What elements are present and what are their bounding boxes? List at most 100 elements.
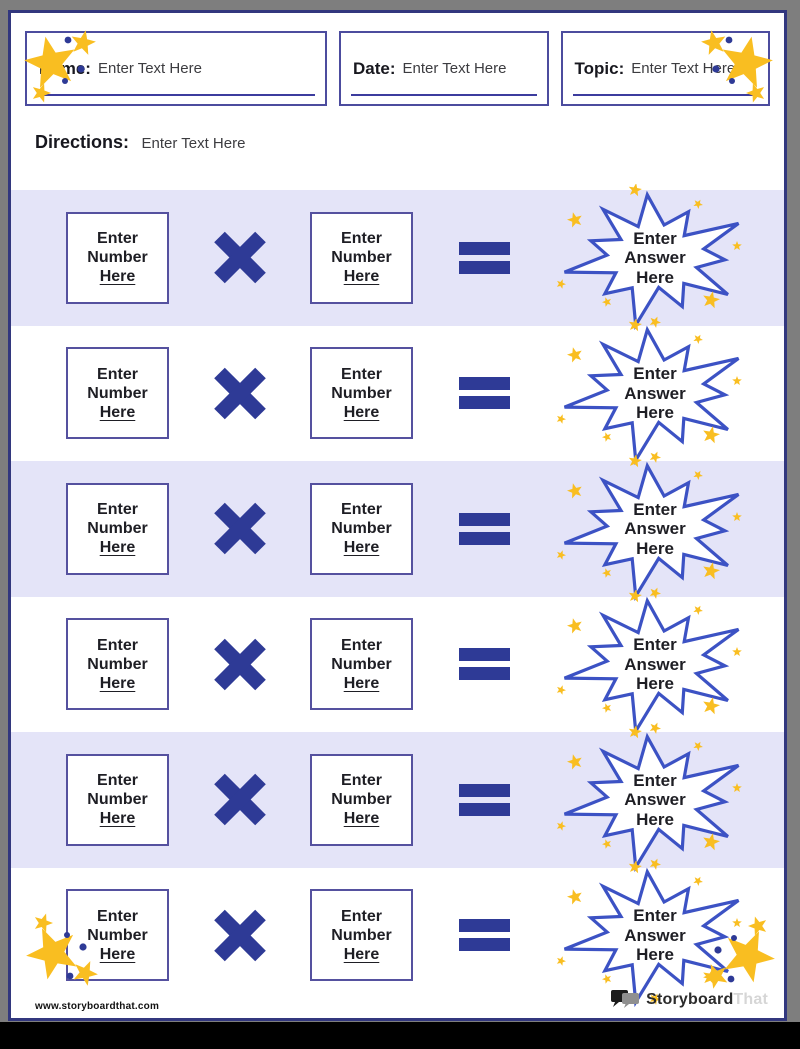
second-number-box[interactable]: Enter Number Here: [310, 482, 413, 575]
number-box-line: Number: [87, 249, 148, 267]
answer-line: Enter: [633, 770, 677, 790]
answer-burst[interactable]: Enter Answer Here: [555, 454, 759, 603]
number-box-line: Enter: [341, 501, 382, 519]
number-box-line: Number: [331, 791, 392, 809]
number-box-line: Here: [99, 945, 136, 963]
equals-slot: [413, 512, 555, 545]
answer-line: Enter: [633, 364, 677, 383]
first-number-box[interactable]: Enter Number Here: [66, 347, 169, 440]
multiply-icon: [213, 231, 266, 284]
multiply-icon: [213, 909, 266, 962]
number-box-line: Here: [99, 403, 136, 421]
worksheet-page: Name: Enter Text Here Date: Enter Text H…: [8, 10, 787, 1021]
website-url: www.storyboardthat.com: [35, 1001, 160, 1012]
name-value[interactable]: Enter Text Here: [97, 60, 202, 77]
multiply-icon: [213, 638, 266, 691]
equals-icon: [458, 377, 510, 410]
star-cluster-top-right-icon: [701, 30, 773, 103]
operator-slot: [169, 773, 310, 826]
number-box-line: Enter: [97, 636, 138, 654]
problem-rows: Enter Number Here Enter Number Here Ente…: [11, 183, 784, 1008]
operator-slot: [169, 367, 310, 420]
answer-line: Answer: [624, 790, 686, 809]
answer-line: Enter: [633, 499, 677, 519]
number-box-line: Number: [87, 926, 148, 944]
answer-burst-shape: [556, 861, 742, 1008]
number-box-line: Here: [99, 674, 136, 692]
number-box-line: Here: [99, 268, 136, 286]
second-number-box[interactable]: Enter Number Here: [310, 211, 413, 304]
number-box-line: Number: [331, 520, 392, 538]
equals-slot: [413, 919, 555, 952]
number-box-line: Enter: [341, 365, 382, 383]
equals-icon: [458, 783, 510, 816]
directions-value[interactable]: Enter Text Here: [141, 135, 246, 152]
directions-label: Directions:: [35, 132, 130, 152]
number-box-line: Here: [343, 674, 380, 692]
topic-underline: [572, 94, 758, 96]
first-number-box[interactable]: Enter Number Here: [66, 482, 169, 575]
star-cluster-bottom-left-icon: [26, 913, 98, 986]
date-label: Date:: [353, 58, 396, 78]
first-number-box[interactable]: Enter Number Here: [66, 889, 169, 982]
number-box-line: Number: [331, 249, 392, 267]
number-box-line: Enter: [341, 772, 382, 790]
operator-slot: [169, 231, 310, 284]
equals-slot: [413, 648, 555, 681]
number-box-line: Here: [343, 403, 380, 421]
number-box-line: Number: [331, 926, 392, 944]
storyboardthat-logo: StoryboardThat: [611, 988, 768, 1011]
number-box-line: Enter: [97, 772, 138, 790]
second-number-box[interactable]: Enter Number Here: [310, 347, 413, 440]
first-number-box[interactable]: Enter Number Here: [66, 211, 169, 304]
second-number-box[interactable]: Enter Number Here: [310, 889, 413, 982]
problem-row: Enter Number Here Enter Number Here Ente…: [11, 454, 784, 601]
first-number-box[interactable]: Enter Number Here: [66, 753, 169, 846]
topic-label: Topic:: [574, 58, 625, 78]
answer-burst[interactable]: Enter Answer Here: [555, 861, 759, 1009]
second-number-box[interactable]: Enter Number Here: [310, 618, 413, 711]
number-box-line: Here: [99, 539, 136, 557]
number-box-line: Number: [87, 655, 148, 673]
answer-burst[interactable]: Enter Answer Here: [555, 319, 759, 467]
equals-icon: [458, 648, 510, 681]
answer-burst[interactable]: Enter Answer Here: [555, 590, 759, 738]
logo-text-secondary: That: [733, 990, 768, 1008]
equals-slot: [413, 377, 555, 410]
second-number-box[interactable]: Enter Number Here: [310, 753, 413, 846]
equals-icon: [458, 241, 510, 274]
date-underline: [351, 94, 537, 96]
number-box-line: Enter: [97, 501, 138, 519]
number-box-line: Number: [87, 791, 148, 809]
answer-burst-shape: [556, 454, 742, 601]
logo-text: StoryboardThat: [646, 991, 768, 1009]
topic-value[interactable]: Enter Text Here: [631, 60, 736, 77]
answer-burst[interactable]: Enter Answer Here: [555, 725, 759, 874]
answer-line: Enter: [633, 228, 677, 248]
multiply-icon: [213, 502, 266, 555]
answer-line: Enter: [633, 906, 677, 925]
number-box-line: Enter: [97, 230, 138, 248]
first-number-box[interactable]: Enter Number Here: [66, 618, 169, 711]
number-box-line: Enter: [341, 230, 382, 248]
answer-line: Answer: [624, 925, 686, 945]
answer-burst-shape: [556, 590, 742, 737]
operator-slot: [169, 909, 310, 962]
name-field[interactable]: Name: Enter Text Here: [25, 31, 327, 106]
answer-line: Here: [636, 267, 674, 287]
speech-bubbles-icon: [611, 990, 640, 1008]
number-box-line: Enter: [341, 907, 382, 925]
problem-row: Enter Number Here Enter Number Here Ente…: [11, 319, 784, 466]
answer-line: Answer: [624, 383, 686, 403]
star-cluster-top-left-icon: [24, 30, 96, 103]
number-box-line: Enter: [97, 365, 138, 383]
star-cluster-bottom-right-icon: [703, 916, 775, 989]
name-underline: [37, 94, 315, 96]
answer-line: Here: [636, 809, 674, 829]
date-field[interactable]: Date: Enter Text Here: [339, 31, 549, 106]
answer-burst-shape: [556, 183, 742, 330]
answer-burst[interactable]: Enter Answer Here: [555, 183, 759, 332]
problem-row: Enter Number Here Enter Number Here Ente…: [11, 725, 784, 872]
date-value[interactable]: Enter Text Here: [402, 60, 507, 77]
number-box-line: Number: [331, 655, 392, 673]
